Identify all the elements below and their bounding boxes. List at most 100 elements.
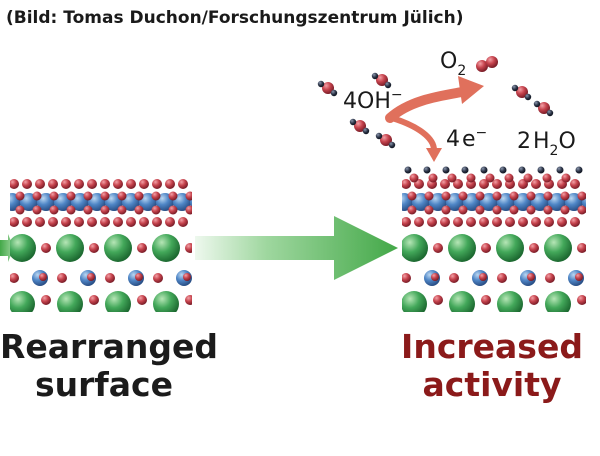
lanthanum-atom [402, 291, 427, 312]
floating-molecules [317, 56, 554, 149]
lanthanum-atom [448, 234, 476, 262]
oxygen-atom [126, 179, 136, 189]
hydrogen-atom [499, 166, 507, 174]
oxygen-atom [431, 273, 439, 281]
oxygen-atom [66, 205, 76, 215]
oxygen-atom [440, 179, 450, 189]
oxygen-atom [39, 273, 47, 281]
oxygen-atom [538, 102, 550, 114]
oxygen-atom [83, 205, 93, 215]
lanthanum-atom [104, 234, 132, 262]
oxygen-atom [48, 179, 58, 189]
oxygen-atom [376, 74, 388, 86]
oxygen-atom [531, 179, 541, 189]
lanthanum-atom [105, 291, 131, 312]
oxygen-atom [561, 173, 571, 183]
oxygen-atom [575, 273, 583, 281]
oxygen-atom [449, 273, 459, 283]
oxygen-atom [529, 295, 539, 305]
right-crystal-slab [402, 179, 586, 312]
oxygen-atom [458, 191, 468, 201]
oxygen-atom [407, 191, 417, 201]
oxygen-atom [100, 191, 110, 201]
lanthanum-atom [10, 234, 36, 262]
oxygen-atom [492, 217, 502, 227]
oxygen-atom [15, 205, 25, 215]
oxygen-atom [479, 273, 487, 281]
oxygen-atom [529, 243, 539, 253]
oxygen-atom [531, 217, 541, 227]
oxygen-atom [22, 179, 32, 189]
oxygen-atom [83, 191, 93, 201]
oxygen-atom [402, 217, 411, 227]
oxygen-atom [48, 217, 58, 227]
hydrogen-atom [533, 100, 541, 108]
hydrogen-atom [556, 166, 564, 174]
oxygen-atom [518, 217, 528, 227]
oxygen-atom [185, 243, 192, 253]
hydrogen-atom [371, 72, 379, 80]
oxygen-atom [183, 273, 191, 281]
oxygen-atom [178, 217, 188, 227]
oxygen-atom [322, 82, 334, 94]
oxygen-atom [466, 173, 476, 183]
lanthanum-atom [496, 234, 524, 262]
oxygen-atom [165, 217, 175, 227]
oxygen-atom [526, 191, 536, 201]
oxygen-atom [492, 191, 502, 201]
hydrogen-atom [362, 127, 370, 135]
oxygen-atom [466, 217, 476, 227]
hydrogen-atom [423, 166, 431, 174]
oxygen-atom [414, 217, 424, 227]
oxygen-atom [441, 191, 451, 201]
oxygen-atom [427, 217, 437, 227]
lanthanum-atom [152, 234, 180, 262]
oxygen-atom [126, 217, 136, 227]
oxygen-atom [475, 191, 485, 201]
oxygen-atom [100, 205, 110, 215]
oxygen-atom [57, 273, 67, 283]
oxygen-atom [402, 273, 411, 283]
oxygen-atom [87, 273, 95, 281]
oxygen-atom [428, 173, 438, 183]
oxygen-atom [441, 205, 451, 215]
oxygen-atom [74, 217, 84, 227]
oxygen-atom [152, 179, 162, 189]
electron-label: 4e− [446, 125, 487, 152]
hydrogen-atom [511, 84, 519, 92]
oxygen-atom [89, 243, 99, 253]
oxygen-atom [100, 217, 110, 227]
hydrogen-atom [317, 80, 325, 88]
oxygen-atom [168, 191, 178, 201]
oxygen-atom [113, 179, 123, 189]
oxygen-atom [543, 191, 553, 201]
oxygen-atom [570, 179, 580, 189]
left-crystal-slab [10, 179, 192, 312]
hydrogen-atom [349, 118, 357, 126]
oxygen-atom [137, 295, 147, 305]
oxygen-atom [134, 205, 144, 215]
oxygen-atom [134, 191, 144, 201]
oxygen-atom [117, 191, 127, 201]
oxygen-atom [87, 217, 97, 227]
lanthanum-atom [56, 234, 84, 262]
oxygen-atom [560, 191, 570, 201]
oxygen-atom [117, 205, 127, 215]
oxygen-atom [542, 173, 552, 183]
oxygen-atom [526, 205, 536, 215]
hydrogen-atom [480, 166, 488, 174]
oxygen-atom [41, 295, 51, 305]
oxygen-atom [479, 217, 489, 227]
oxygen-atom [10, 217, 19, 227]
water-label: 2H2O [517, 129, 576, 159]
oxygen-atom [137, 243, 147, 253]
oxygen-atom [151, 191, 161, 201]
oxygen-atom [135, 273, 143, 281]
oxygen-atom [481, 243, 491, 253]
oxygen-atom [139, 217, 149, 227]
oxygen-atom [402, 179, 411, 189]
cobalt-atom [190, 196, 192, 208]
oxygen-atom [105, 273, 115, 283]
oxygen-atom [185, 191, 192, 201]
